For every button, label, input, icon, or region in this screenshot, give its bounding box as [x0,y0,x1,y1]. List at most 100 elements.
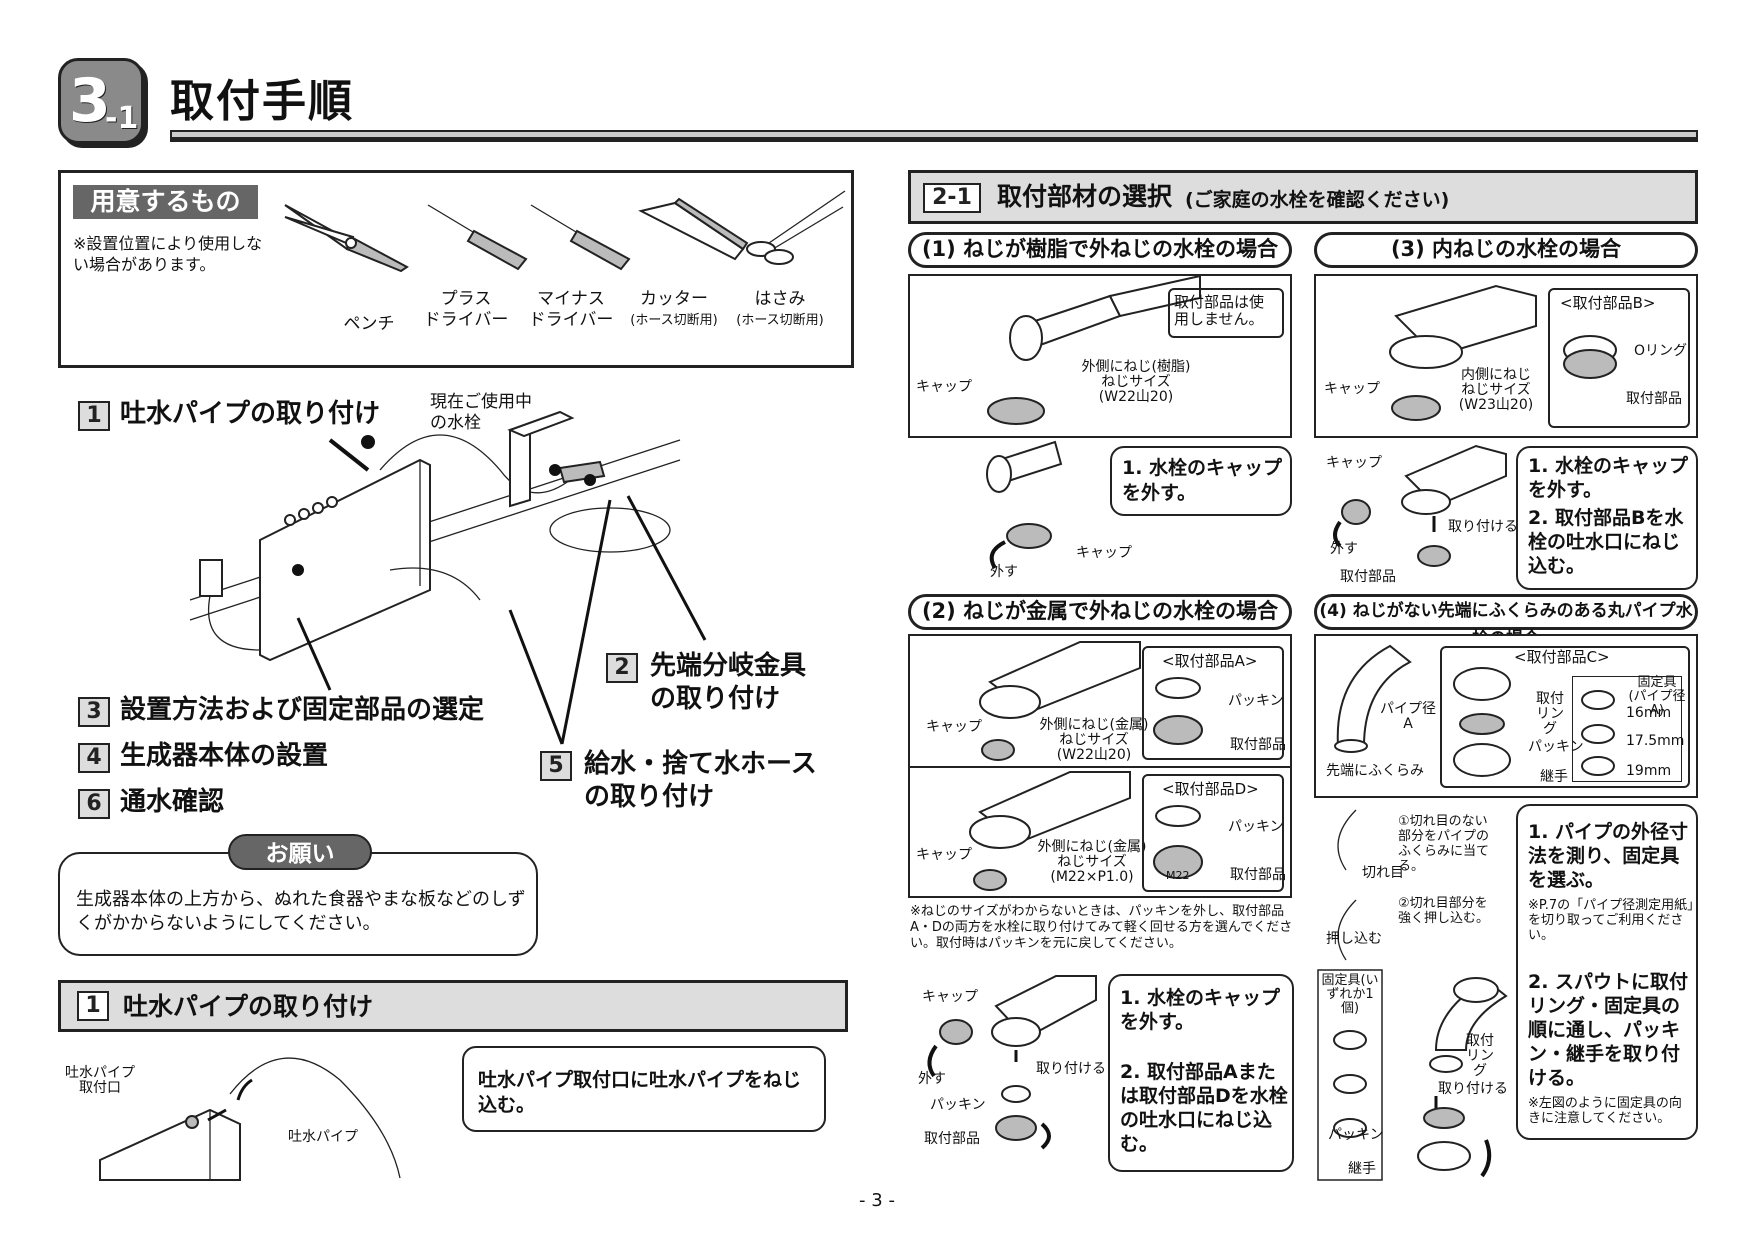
case4-partC-box [1440,646,1690,788]
case1-step: 1. 水栓のキャップを外す。 [1122,457,1283,504]
case4-fixer-label: 固定具(パイプ径A) [1628,675,1686,718]
case4-fixer-box [1572,676,1682,782]
prepare-note: ※設置位置により使用しない場合があります。 [73,234,263,274]
case3-part-label: <取付部品B> [1560,294,1656,312]
case3-step-2: 2. 取付部品Bを水栓の吐水口にねじ込む。 [1528,507,1684,577]
case3-cap-label: キャップ [1324,381,1380,397]
case1-box: 取付部品は使用しません。 キャップ 外側にねじ(樹脂)ねじサイズ(W22山20) [908,274,1292,438]
case2-title: (2) ねじが金属で外ねじの水栓の場合 [908,594,1292,630]
case2-partD-label: <取付部品D> [1162,780,1259,798]
case4-joint-label-2: 継手 [1348,1161,1376,1177]
case2-faucetD-illustration [969,771,1131,891]
case1-remove-label: 外す [990,564,1018,580]
case4-partC-illustration [1453,667,1511,777]
case3-part-name: 取付部品 [1626,391,1682,407]
case2-partA-illustration [1153,677,1203,745]
case3-part-name-2: 取付部品 [1340,569,1396,585]
case2-divider [910,766,1290,768]
case4-size-175: 17.5mm [1626,733,1685,749]
faucet-label: 現在ご使用中の水栓 [430,392,532,433]
case1-step-box: 1. 水栓のキャップを外す。 [1110,446,1292,516]
flathead-screwdriver-icon [530,204,631,271]
case4-size-19: 19mm [1626,763,1672,779]
prepare-box: 用意するもの ※設置位置により使用しない場合があります。 ペンチ プラスドライバ… [58,170,854,368]
case2-step-1: 1. 水栓のキャップを外す。 [1120,987,1281,1033]
case3-attach-label: 取り付ける [1448,519,1518,535]
page-title: 取付手順 [170,76,354,127]
case4-ring-label: 取付リング [1536,691,1564,737]
case2-step-box: 1. 水栓のキャップを外す。 2. 取付部品Aまたは取付部品Dを水栓の吐水口にね… [1108,974,1294,1172]
section1-title: 吐水パイプの取り付け [123,992,374,1021]
case4-pipe-illustration [1334,644,1412,753]
case4-packing-label: パッキン [1528,739,1584,755]
page-number: - 3 - [859,1190,895,1211]
case2-m22-label: M22 [1166,869,1190,882]
case4-fixer-any-label: 固定具(いずれか1個) [1321,973,1379,1016]
case2-partA-name: 取付部品 [1230,737,1286,753]
case4-size-16: 16mm [1626,705,1672,721]
case2-part-label-3: 取付部品 [924,1131,980,1147]
case2-attach-illustration [927,975,1097,1150]
case4-packing-label-2: パッキン [1328,1127,1384,1143]
case3-part-box [1548,288,1690,428]
case4-fixer-icons [1581,690,1615,776]
section21-title: 取付部材の選択 [997,182,1173,211]
case4-step-2: 2. スパウトに取付リング・固定具の順に通し、パッキン・継手を取り付ける。 [1528,971,1689,1089]
case2-partD-illustration [1153,805,1203,879]
case4-step-box: 1. パイプの外径寸法を測り、固定具を選ぶ。 ※P.7の「パイプ径測定用紙」を切… [1516,804,1698,1140]
case2-box: キャップ 外側にねじ(金属)ねじサイズ(W22山20) <取付部品A> パッキン… [908,634,1292,898]
case2-step-2: 2. 取付部品Aまたは取付部品Dを水栓の吐水口にねじ込む。 [1120,1061,1288,1155]
case3-box: <取付部品B> Oリング 取付部品 キャップ 内側にねじねじサイズ(W23山20… [1314,274,1698,438]
case4-joint-label: 継手 [1540,769,1568,785]
case4-note-1: ※P.7の「パイプ径測定用紙」を切り取ってご利用ください。 [1528,898,1694,943]
case3-oring-label: Oリング [1634,343,1688,359]
case2-partA-label: <取付部品A> [1162,652,1258,670]
case4-step-1: 1. パイプの外径寸法を測り、固定具を選ぶ。 [1528,821,1689,891]
case2-packingA-label: パッキン [1228,693,1284,709]
case2-partD-box [1142,774,1284,892]
case2-packingD-label: パッキン [1228,819,1284,835]
case2-remove-label: 外す [918,1071,946,1087]
case1-faucet-illustration [987,274,1201,425]
case2-attach-label: 取り付ける [1036,1061,1106,1077]
tool-phillips-label: プラスドライバー [423,289,509,330]
case4-partC-label: <取付部品C> [1514,648,1610,666]
case4-cut-label: 切れ目 [1362,865,1404,881]
pliers-icon [284,204,409,273]
chapter-badge-number: 3 [69,66,111,136]
case3-part-illustration [1563,335,1617,379]
request-text: 生成器本体の上方から、ぬれた食器やまな板などのしずくがかからないようにしてくださ… [76,889,526,934]
case2-partD-name: 取付部品 [1230,867,1286,883]
tool-flathead-label: マイナスドライバー [528,289,614,330]
case2-partA-box [1142,646,1284,760]
pipe-mount-illustration [99,1057,401,1181]
section1-instruction: 吐水パイプ取付口に吐水パイプをねじ込む。 [478,1069,802,1116]
case4-cut-note-2: ②切れ目部分を強く押し込む。 [1398,896,1490,926]
phillips-screwdriver-icon [427,204,528,271]
case1-cap-label: キャップ [916,379,972,395]
case1-title: (1) ねじが樹脂で外ねじの水栓の場合 [908,232,1292,268]
case2-capA-label: キャップ [926,719,982,735]
case4-attach-label: 取り付ける [1438,1081,1508,1097]
case2-threadA-label: 外側にねじ(金属)ねじサイズ(W22山20) [1039,717,1149,763]
case1-note: 取付部品は使用しません。 [1168,288,1284,338]
case4-tip-bulge-label: 先端にふくらみ [1326,763,1424,779]
case2-capD-label: キャップ [916,847,972,863]
chapter-badge-sub: -1 [105,101,139,136]
tool-cutter-label: カッター(ホース切断用) [630,289,718,328]
pipe-mount-label: 吐水パイプ取付口 [65,1065,135,1096]
case2-faucetA-illustration [979,641,1141,761]
case3-title: (3) 内ねじの水栓の場合 [1314,232,1698,268]
prepare-title: 用意するもの [73,185,258,219]
scissors-icon [746,190,846,265]
tool-pliers-label: ペンチ [343,314,395,334]
case4-cut-note-1: ①切れ目のない部分をパイプのふくらみに当てる。 [1398,814,1490,874]
case3-attach-illustration [1333,444,1507,567]
case3-remove-label: 外す [1330,541,1358,557]
